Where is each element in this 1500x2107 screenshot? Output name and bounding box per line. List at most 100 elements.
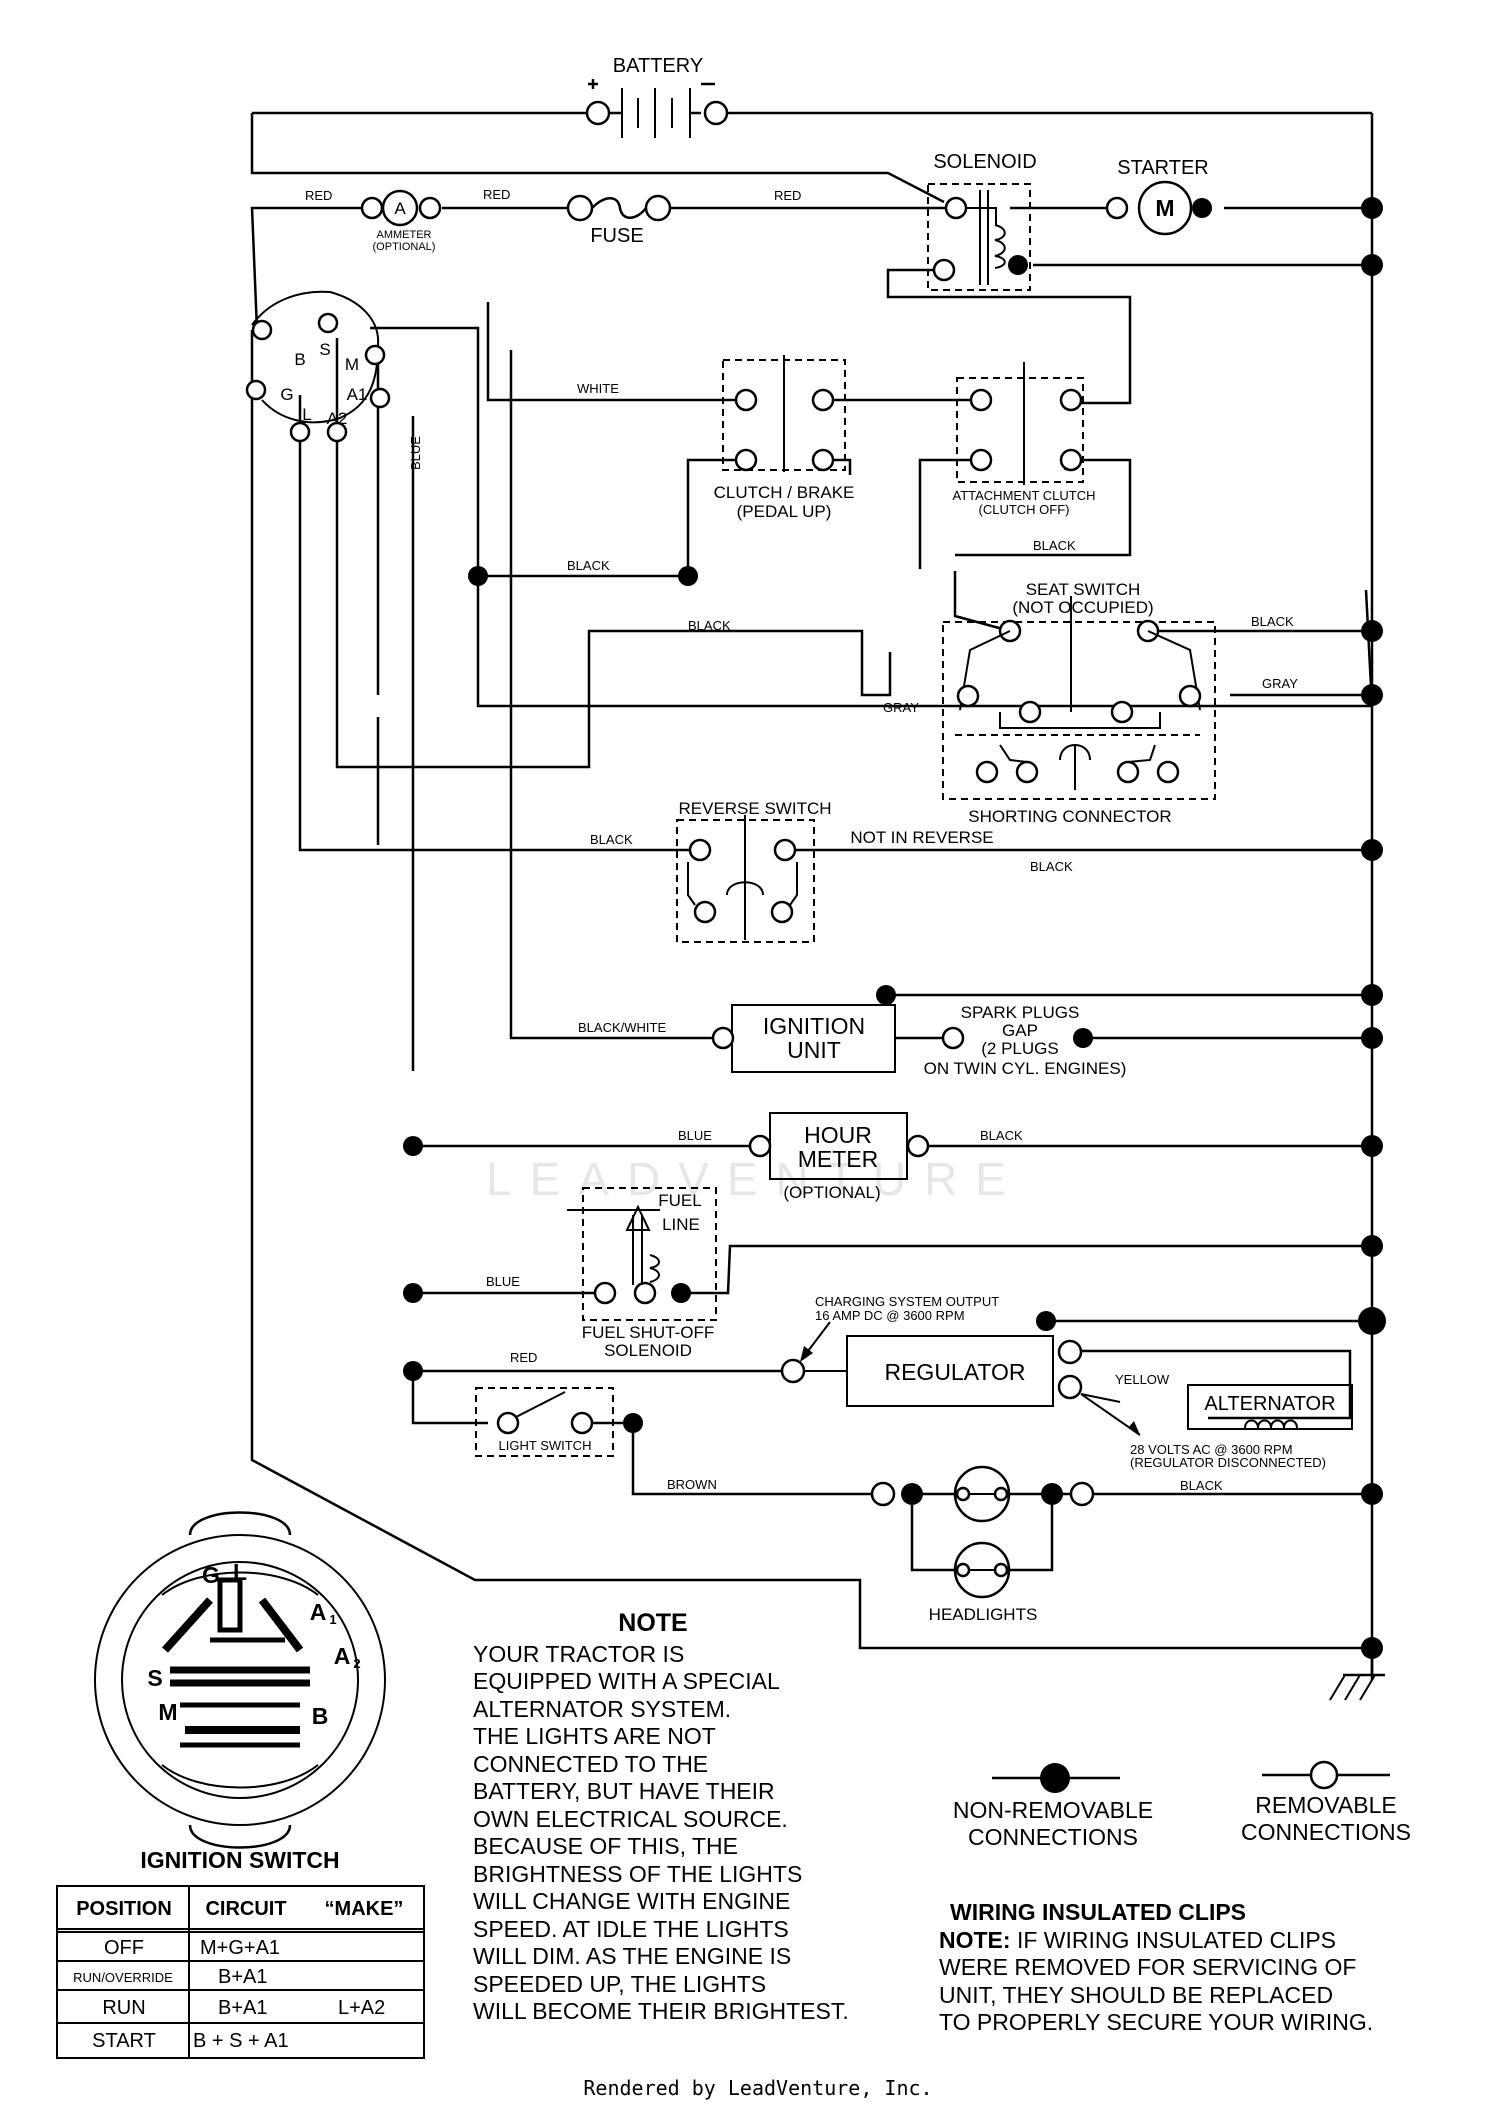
watermark: LEADVENTURE [486,1153,1024,1205]
regulator-label: REGULATOR [884,1359,1025,1385]
terminal-l: L [302,405,311,424]
fuel-line-label-2: LINE [662,1215,700,1234]
terminal-a1: A1 [347,385,368,404]
fuel-solenoid-label-2: SOLENOID [604,1341,692,1360]
face-m: M [158,1699,177,1725]
charging-output-value: 16 AMP DC @ 3600 RPM [815,1308,965,1323]
note-line: CONNECTED TO THE [473,1751,708,1777]
row-start-position: START [92,2030,156,2052]
wire-red-4: RED [510,1350,537,1365]
clips-note-label: NOTE: [939,1927,1011,1953]
wire-black-5: BLACK [590,832,633,847]
note-line: ALTERNATOR SYSTEM. [473,1696,731,1722]
clips-line-3: UNIT, THEY SHOULD BE REPLACED [939,1982,1333,2008]
charging-output-label: CHARGING SYSTEM OUTPUT [815,1294,999,1309]
spark-plugs-gap: GAP [1002,1021,1038,1040]
spark-plugs-label: SPARK PLUGS [961,1003,1080,1022]
spark-plugs: SPARK PLUGS GAP (2 PLUGS ON TWIN CYL. EN… [924,1003,1127,1078]
header-make: “MAKE” [325,1898,404,1920]
clips-line-2: WERE REMOVED FOR SERVICING OF [939,1954,1356,1980]
face-s: S [147,1665,162,1691]
terminal-a2: A2 [327,409,348,428]
fuel-shutoff-solenoid: FUEL LINE FUEL SHUT-OFF SOLENOID [567,1187,717,1360]
hour-meter-optional: (OPTIONAL) [783,1183,880,1202]
alternator: ALTERNATOR 28 VOLTS AC @ 3600 RPM (REGUL… [1080,1384,1353,1470]
solenoid: SOLENOID [927,151,1037,291]
face-a2: A [334,1643,351,1669]
clips-title: WIRING INSULATED CLIPS [950,1899,1246,1925]
shorting-connector-label: SHORTING CONNECTOR [968,807,1171,826]
wire-black-3: BLACK [688,618,731,633]
solenoid-label: SOLENOID [933,151,1036,173]
starter-label: STARTER [1117,157,1209,179]
wire-labels: RED RED RED WHITE BLUE BLACK BLACK BLACK… [305,187,1298,1493]
ignition-unit: IGNITION UNIT [711,1004,896,1073]
row-off-circuit: M+G+A1 [200,1937,280,1959]
ignition-unit-label: IGNITION [763,1013,865,1039]
row-override-circuit: B+A1 [218,1966,267,1988]
alternator-output-note: (REGULATOR DISCONNECTED) [1130,1455,1326,1470]
terminal-m: M [345,355,359,374]
attachment-clutch-label: ATTACHMENT CLUTCH [953,488,1096,503]
note-line: BECAUSE OF THIS, THE [473,1833,738,1859]
note-line: SPEED. AT IDLE THE LIGHTS [473,1916,789,1942]
wire-red-1: RED [305,188,332,203]
face-b: B [312,1703,329,1729]
note-line: OWN ELECTRICAL SOURCE. [473,1806,788,1832]
ignition-switch-table: IGNITION SWITCH POSITION CIRCUIT “MAKE” … [56,1847,425,2059]
ignition-switch-face: G L A 1 A 2 S M B [94,1511,386,1849]
reverse-switch: REVERSE SWITCH NOT IN REVERSE [676,799,994,943]
face-a2-sub: 2 [353,1656,360,1671]
wire-blue-3: BLUE [486,1274,520,1289]
seat-switch-state: (NOT OCCUPIED) [1012,598,1153,617]
regulator: REGULATOR CHARGING SYSTEM OUTPUT 16 AMP … [780,1294,1083,1407]
clips-line-4: TO PROPERLY SECURE YOUR WIRING. [939,2009,1373,2035]
wire-black-6: BLACK [1030,859,1073,874]
wire-brown: BROWN [667,1477,717,1492]
spark-plugs-count: (2 PLUGS [981,1039,1058,1058]
header-circuit: CIRCUIT [205,1898,286,1920]
ammeter-optional: (OPTIONAL) [373,241,436,253]
terminal-s: S [319,340,330,359]
wire-black-1: BLACK [567,558,610,573]
light-switch-label: LIGHT SWITCH [499,1438,592,1453]
terminal-b: B [294,350,305,369]
note-line: YOUR TRACTOR IS [473,1641,684,1667]
wire-black-7: BLACK [980,1128,1023,1143]
key-switch-terminals: B S M G L A1 A2 [245,290,391,443]
wire-blue-2: BLUE [678,1128,712,1143]
note-line: WILL BECOME THEIR BRIGHTEST. [473,1998,849,2024]
footer-credit: Rendered by LeadVenture, Inc. [583,2076,932,2100]
battery-label: BATTERY [613,55,703,77]
wires [250,111,1374,1680]
attachment-clutch-switch: ATTACHMENT CLUTCH (CLUTCH OFF) [953,362,1096,517]
clutch-brake-switch: CLUTCH / BRAKE (PEDAL UP) [714,355,854,521]
attachment-clutch-state: (CLUTCH OFF) [979,502,1070,517]
fuse-label: FUSE [590,225,643,247]
starter-symbol: M [1155,195,1174,221]
note-line: SPEEDED UP, THE LIGHTS [473,1971,766,1997]
note-line: WILL CHANGE WITH ENGINE [473,1888,790,1914]
headlights: HEADLIGHTS [870,1465,1095,1624]
wire-yellow: YELLOW [1115,1372,1170,1387]
wire-red-2: RED [483,187,510,202]
fuse: FUSE [566,194,672,247]
note-title: NOTE [618,1609,687,1637]
clips-line-1: NOTE: IF WIRING INSULATED CLIPS [939,1927,1336,1953]
headlights-label: HEADLIGHTS [929,1605,1038,1624]
wire-black-4: BLACK [1251,614,1294,629]
legend-removable: REMOVABLE [1255,1792,1396,1818]
ammeter-label: AMMETER [377,229,432,241]
face-a1: A [310,1599,327,1625]
fuel-line-label: FUEL [658,1191,701,1210]
wire-black-2: BLACK [1033,538,1076,553]
note-line: BATTERY, BUT HAVE THEIR [473,1778,775,1804]
note-lines: YOUR TRACTOR IS EQUIPPED WITH A SPECIAL … [473,1641,849,2024]
wire-black-8: BLACK [1180,1478,1223,1493]
wire-red-3: RED [774,188,801,203]
legend-removable-2: CONNECTIONS [1241,1819,1411,1845]
face-l: L [233,1559,247,1585]
wire-black-white: BLACK/WHITE [578,1020,666,1035]
row-run-make: L+A2 [338,1997,385,2019]
